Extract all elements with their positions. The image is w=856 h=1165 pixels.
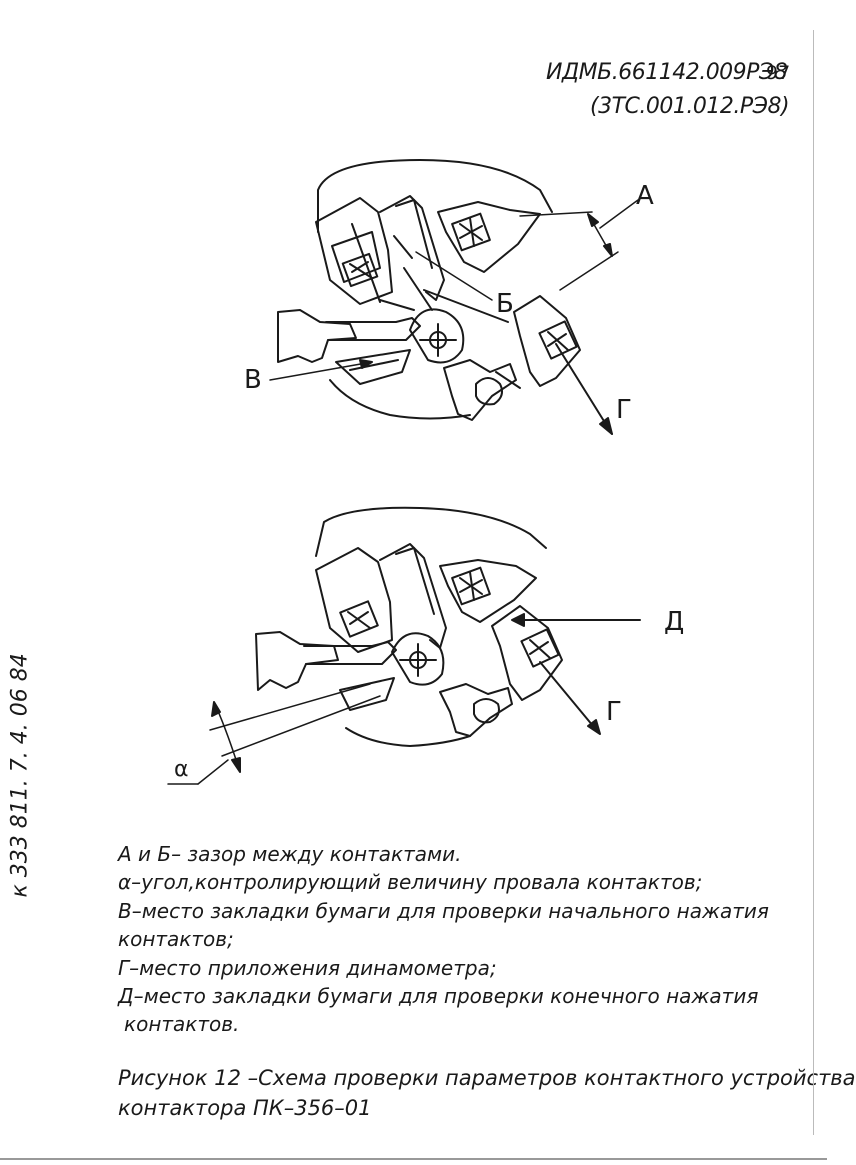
bottom-contact-assembly-figure <box>167 506 641 785</box>
top-contact-assembly-figure <box>269 159 639 435</box>
label-d: Д <box>664 607 684 637</box>
document-code: ИДМБ.661142.009РЭ8 <box>546 60 788 85</box>
label-v: В <box>244 365 262 395</box>
legend-line-1: А и Б– зазор между контактами. <box>118 842 462 866</box>
page-bottom-edge <box>0 1158 827 1160</box>
label-a: А <box>636 181 654 211</box>
legend-line-4: контактов; <box>118 927 234 951</box>
figure-caption-line-1: Рисунок 12 –Схема проверки параметров ко… <box>118 1066 856 1090</box>
legend-line-2: α–угол,контролирующий величину провала к… <box>118 870 703 894</box>
label-b: Б <box>496 289 514 319</box>
figure-caption-line-2: контактора ПК–356–01 <box>118 1096 372 1120</box>
label-g-bottom: Г <box>606 697 622 727</box>
page-right-edge <box>813 30 814 1135</box>
page-number: 97 <box>766 62 791 84</box>
contact-device-drawings: А Б В Г Д Г α <box>167 159 684 785</box>
legend-line-6: Д–место закладки бумаги для проверки кон… <box>118 984 759 1008</box>
label-alpha: α <box>174 757 189 782</box>
legend-line-3: В–место закладки бумаги для проверки нач… <box>118 899 769 923</box>
label-g-top: Г <box>616 395 632 425</box>
legend-line-5: Г–место приложения динамометра; <box>118 956 497 980</box>
alternate-document-code: (3ТС.001.012.РЭ8) <box>590 94 790 119</box>
legend-line-7: контактов. <box>124 1012 240 1036</box>
